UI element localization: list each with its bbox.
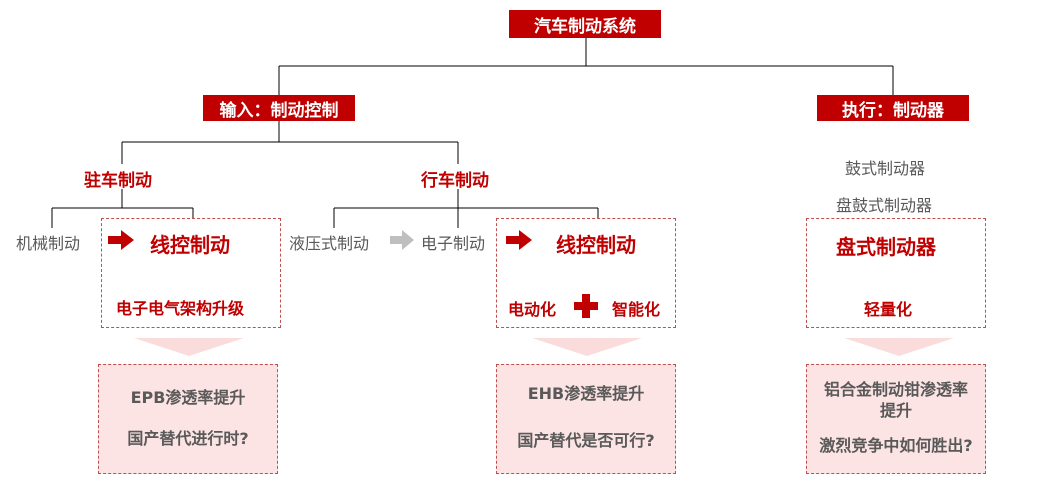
disc-drum-brake-label: 盘鼓式制动器 <box>836 196 933 215</box>
right-arrow-icon <box>108 230 134 250</box>
electronic-brake-label: 电子制动 <box>421 234 486 253</box>
down-triangle-icon <box>844 338 954 356</box>
caliper-insight-box <box>806 364 986 474</box>
disc-brake-box <box>806 218 986 328</box>
epb-insight-line1: EPB渗透率提升 <box>130 388 246 407</box>
disc-brake-title: 盘式制动器 <box>836 235 936 259</box>
epb-insight-line2: 国产替代进行时? <box>127 429 249 448</box>
parking-bbw-title: 线控制动 <box>150 233 230 257</box>
exec-branch-node: 执行：制动器 <box>817 95 969 121</box>
electrification-label: 电动化 <box>508 300 557 319</box>
parking-bbw-box <box>101 218 281 328</box>
hydraulic-brake-label: 液压式制动 <box>289 234 370 253</box>
mechanical-brake-label: 机械制动 <box>16 234 81 253</box>
parking-bbw-subtitle: 电子电气架构升级 <box>116 299 245 318</box>
grey-right-arrow-icon <box>390 230 414 250</box>
drum-brake-label: 鼓式制动器 <box>845 159 926 178</box>
lightweight-label: 轻量化 <box>864 300 913 319</box>
input-branch-node: 输入：制动控制 <box>203 95 355 121</box>
ehb-insight-line1: EHB渗透率提升 <box>527 384 645 403</box>
caliper-insight-line1: 铝合金制动钳渗透率提升 <box>823 380 968 420</box>
ehb-insight-line2: 国产替代是否可行? <box>517 431 655 450</box>
root-node: 汽车制动系统 <box>509 10 661 38</box>
caliper-insight-line2: 激烈竞争中如何胜出? <box>819 436 973 455</box>
ehb-insight-box <box>496 364 676 474</box>
service-brake-label: 行车制动 <box>421 171 489 191</box>
service-bbw-title: 线控制动 <box>556 233 636 257</box>
right-arrow-icon <box>506 230 532 250</box>
down-triangle-icon <box>134 338 244 356</box>
parking-brake-label: 驻车制动 <box>84 171 152 191</box>
down-triangle-icon <box>532 338 642 356</box>
plus-icon <box>574 294 598 318</box>
intelligence-label: 智能化 <box>612 300 661 319</box>
epb-insight-box <box>98 364 278 474</box>
